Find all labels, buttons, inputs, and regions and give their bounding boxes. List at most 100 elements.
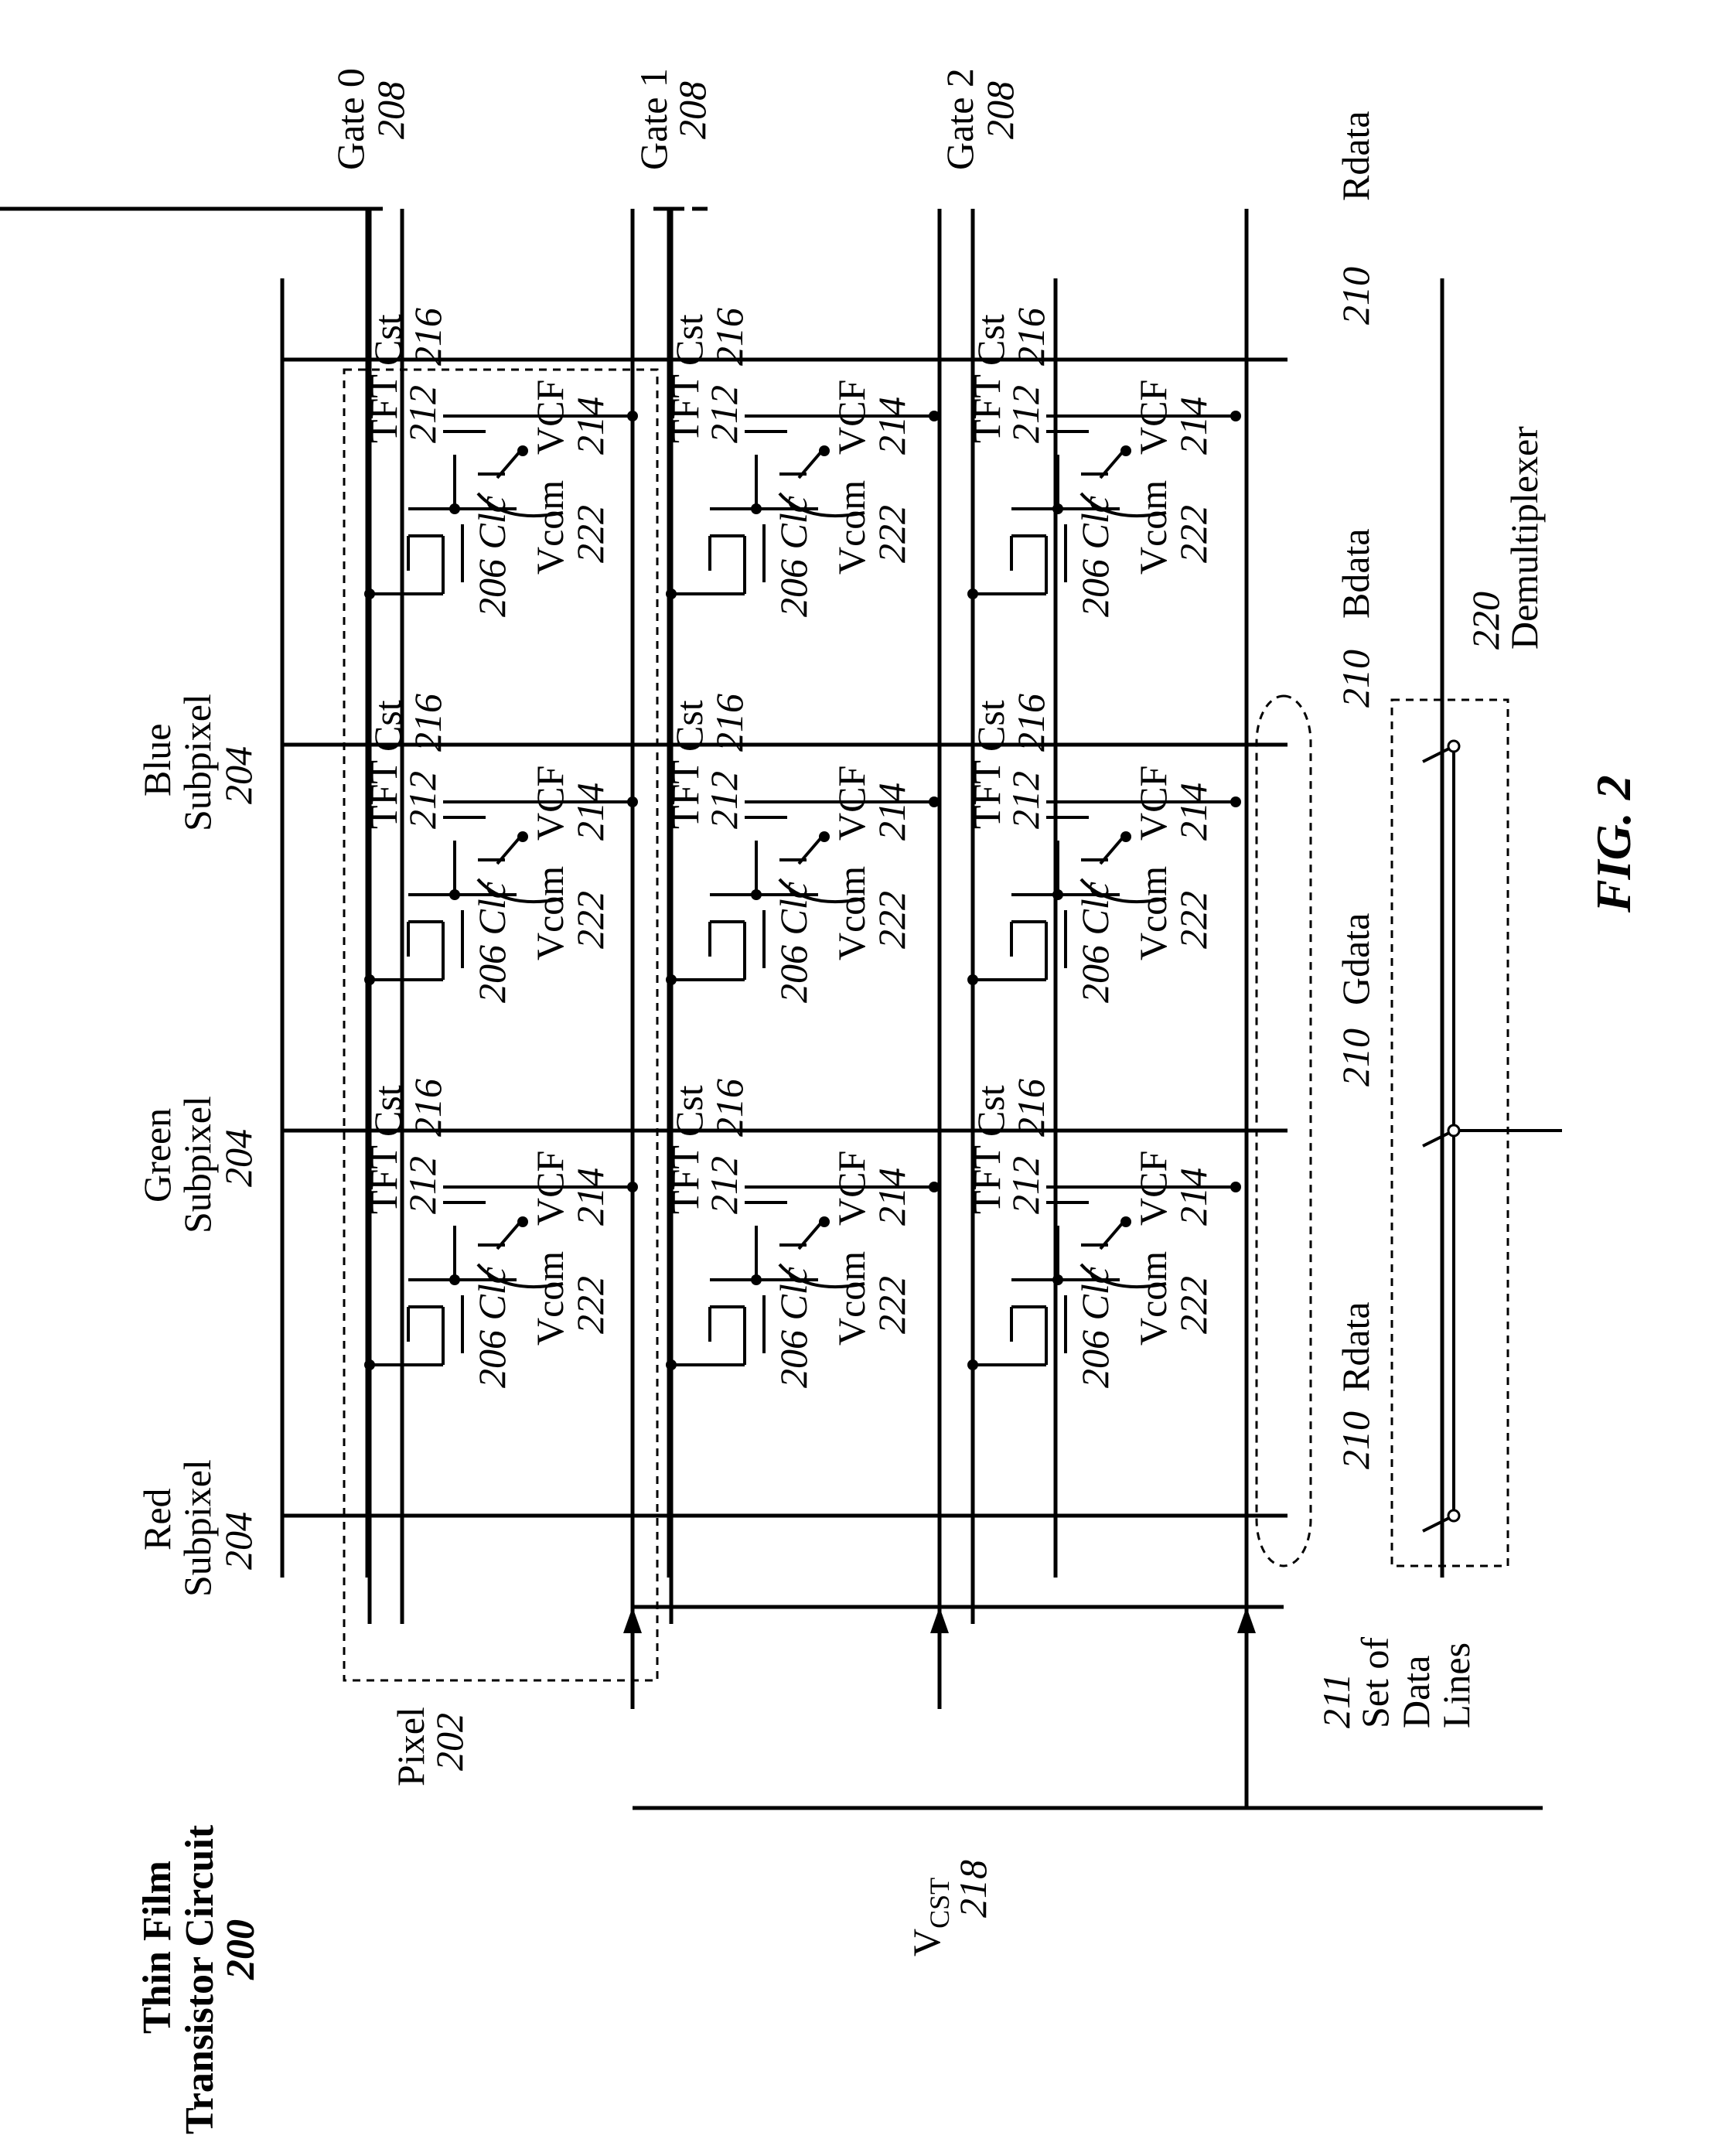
cell-r0-c2-clc-plate-2 bbox=[496, 449, 522, 479]
cell-r1-c0-vcom-label: Vcom bbox=[830, 1251, 873, 1346]
cell-r1-c1-clc-label: 206 Clc bbox=[772, 882, 815, 1003]
cell-r1-c2-vcom-label: Vcom bbox=[830, 480, 873, 575]
cell-r0-c0-vcom-ref: 222 bbox=[568, 1276, 612, 1334]
cell-r1-c2-cst-node bbox=[929, 411, 940, 421]
cell-r0-c2-vcom-ref: 222 bbox=[568, 505, 612, 563]
data-line-rdata-bottom-label: Rdata bbox=[1334, 1301, 1377, 1392]
cell-r0-c0-vcf-label: VCF bbox=[528, 1151, 571, 1226]
cell-r1-c1-cst-label: Cst bbox=[667, 700, 711, 752]
cell-r1-c1-clc-plate-2 bbox=[797, 835, 824, 865]
data-line-rdata-top-label: Rdata bbox=[1334, 111, 1377, 201]
cell-r0-c2-cst-ref: 216 bbox=[406, 308, 449, 366]
gate-2-label: Gate 2 bbox=[938, 68, 981, 170]
cell-r1-c2-tft-ref: 212 bbox=[702, 385, 745, 443]
cell-r2-c1-vcom-lead bbox=[1079, 878, 1167, 904]
cell-r1-c2-vcf-node bbox=[819, 445, 830, 456]
cell-r2-c0-clc-label: 206 Clc bbox=[1073, 1267, 1117, 1388]
green-subpixel-label-2: Subpixel bbox=[176, 1096, 219, 1233]
demux-node-1 bbox=[1447, 739, 1461, 753]
cell-r2-c2-vcom-lead bbox=[1079, 492, 1167, 518]
cell-r2-c2-cst-label: Cst bbox=[969, 314, 1012, 366]
cell-r0-c2-tft-ref: 212 bbox=[401, 385, 444, 443]
cell-r2-c0-cst-label: Cst bbox=[969, 1085, 1012, 1137]
cell-r0-c2-cst-label: Cst bbox=[366, 314, 409, 366]
vcst-label: VCST bbox=[905, 1878, 955, 1956]
cell-r2-c2-vcf-node bbox=[1120, 445, 1131, 456]
cell-r2-c1-vcf-ref: 214 bbox=[1172, 783, 1215, 841]
cell-r1-c2-vcom-lead bbox=[778, 492, 865, 518]
cell-r0-c2-clc-label: 206 Clc bbox=[470, 496, 513, 617]
cell-r2-c1-vcom-ref: 222 bbox=[1172, 891, 1215, 949]
cell-r1-c1-cst-node bbox=[929, 796, 940, 807]
gate-0-ref: 208 bbox=[369, 81, 412, 139]
cell-r1-c1-tft-ref: 212 bbox=[702, 771, 745, 829]
cell-r2-c2-tft-ref: 212 bbox=[1004, 385, 1047, 443]
cell-r2-c2-gate-node bbox=[967, 588, 978, 599]
cell-r1-c1-vcom-lead bbox=[778, 878, 865, 904]
cell-r0-c1-vcom-lead bbox=[476, 878, 564, 904]
cell-r0-c1-clc-label: 206 Clc bbox=[470, 882, 513, 1003]
cell-r1-c1-vcf-label: VCF bbox=[830, 766, 873, 841]
cell-r0-c0-vcf-node bbox=[517, 1216, 528, 1227]
title-line-1: Thin Film bbox=[135, 1861, 179, 2034]
cell-r1-c2-tft-label: TFT bbox=[663, 374, 707, 443]
cell-r1-c2-clc-label: 206 Clc bbox=[772, 496, 815, 617]
demux-node-2 bbox=[1447, 1124, 1461, 1138]
cell-r0-c2-vcf-node bbox=[517, 445, 528, 456]
cell-r0-c2-tft-label: TFT bbox=[362, 374, 405, 443]
cell-r2-c1-vcom-label: Vcom bbox=[1131, 866, 1175, 960]
cell-r0-c0-vcf-ref: 214 bbox=[568, 1168, 612, 1226]
demux-node-3 bbox=[1447, 1509, 1461, 1523]
cell-r1-c0-vcom-ref: 222 bbox=[870, 1276, 913, 1334]
cell-r0-c1-tft-label: TFT bbox=[362, 760, 405, 829]
cell-r0-c1-cst-label: Cst bbox=[366, 700, 409, 752]
data-set-ref: 211 bbox=[1315, 1673, 1358, 1728]
cell-r1-c2-cst-ref: 216 bbox=[708, 308, 751, 366]
cell-r2-c0-tft-ref: 212 bbox=[1004, 1156, 1047, 1214]
gate-0-label: Gate 0 bbox=[329, 68, 372, 170]
cell-r2-c2-vcom-label: Vcom bbox=[1131, 480, 1175, 575]
cell-r0-c1-vcf-label: VCF bbox=[528, 766, 571, 841]
cell-r2-c1-clc-plate-2 bbox=[1099, 835, 1125, 865]
cell-r1-c2-vcf-ref: 214 bbox=[870, 397, 913, 455]
cell-r0-c1-vcf-ref: 214 bbox=[568, 783, 612, 841]
cell-r0-c1-vcom-ref: 222 bbox=[568, 891, 612, 949]
cell-r2-c1-cst-label: Cst bbox=[969, 700, 1012, 752]
cell-r0-c0-cst-label: Cst bbox=[366, 1085, 409, 1137]
cell-r1-c1-vcf-node bbox=[819, 831, 830, 842]
cell-r0-c2-gate-node bbox=[364, 588, 375, 599]
blue-subpixel-label-2: Subpixel bbox=[176, 694, 219, 831]
cell-r2-c2-cst-node bbox=[1230, 411, 1241, 421]
cell-r0-c1-tft-ref: 212 bbox=[401, 771, 444, 829]
cell-r2-c2-clc-label: 206 Clc bbox=[1073, 496, 1117, 617]
cell-r0-c2-vcf-ref: 214 bbox=[568, 397, 612, 455]
cell-r1-c2-vcf-label: VCF bbox=[830, 380, 873, 455]
cell-r2-c0-vcf-label: VCF bbox=[1131, 1151, 1175, 1226]
cell-r2-c0-vcom-lead bbox=[1079, 1263, 1167, 1289]
data-set-line-3: Lines bbox=[1434, 1642, 1478, 1728]
figure-label: FIG. 2 bbox=[1586, 775, 1641, 913]
cell-r1-c1-gate-node bbox=[666, 974, 677, 985]
cell-r1-c0-vcf-node bbox=[819, 1216, 830, 1227]
cell-r1-c1-tft-label: TFT bbox=[663, 760, 707, 829]
cell-r1-c1-vcom-label: Vcom bbox=[830, 866, 873, 960]
vcst-ref: 218 bbox=[951, 1860, 994, 1918]
cell-r2-c0-cst-ref: 216 bbox=[1009, 1079, 1052, 1137]
cell-r0-c2-vcom-lead bbox=[476, 492, 564, 518]
cell-r2-c2-vcf-label: VCF bbox=[1131, 380, 1175, 455]
cell-r1-c0-tft-ref: 212 bbox=[702, 1156, 745, 1214]
cell-r2-c0-tft-label: TFT bbox=[965, 1145, 1008, 1214]
cell-r1-c0-cst-ref: 216 bbox=[708, 1079, 751, 1137]
data-line-bdata-ref: 210 bbox=[1334, 650, 1377, 708]
cell-r1-c0-vcf-ref: 214 bbox=[870, 1168, 913, 1226]
blue-subpixel-ref: 204 bbox=[217, 746, 260, 804]
cell-r1-c2-clc-plate-2 bbox=[797, 449, 824, 479]
demux-ref: 220 bbox=[1464, 592, 1507, 650]
cell-r1-c0-cst-node bbox=[929, 1182, 940, 1192]
data-set-line-1: Set of bbox=[1353, 1637, 1397, 1728]
data-line-gdata-label: Gdata bbox=[1334, 913, 1377, 1005]
cell-r0-c0-cst-ref: 216 bbox=[406, 1079, 449, 1137]
pixel-label: Pixel bbox=[389, 1707, 432, 1786]
